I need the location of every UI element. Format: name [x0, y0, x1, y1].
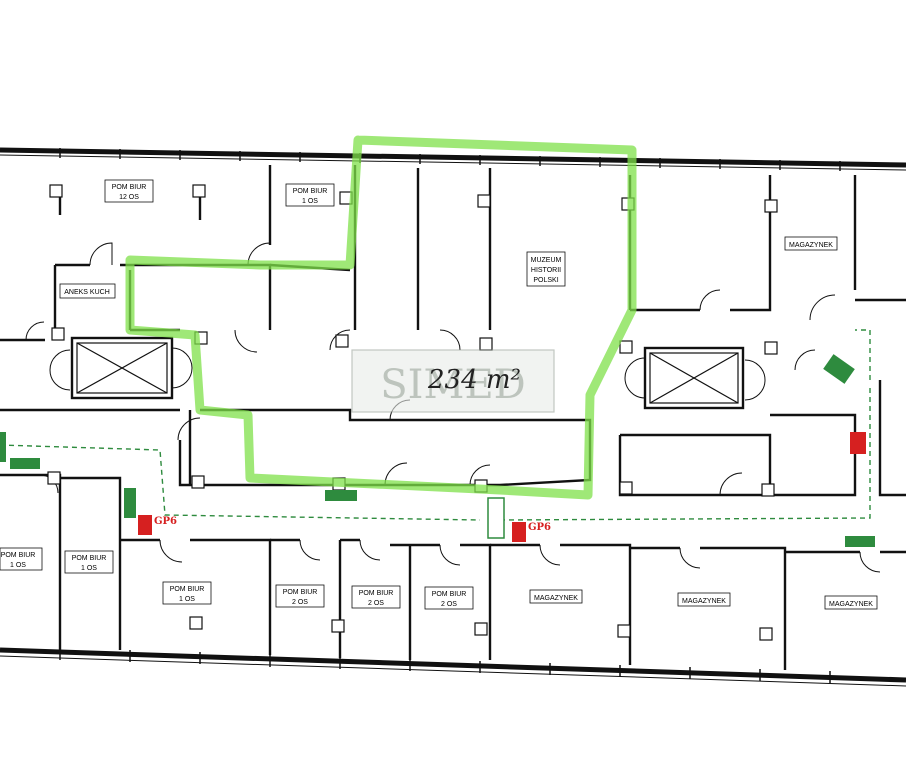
room-pom-biur-12: POM BIUR 12 OS — [104, 179, 154, 203]
room-labels: POM BIUR 12 OS POM BIUR 1 OS ANEKS KUCH … — [0, 179, 878, 610]
fire-extinguisher-icon — [850, 432, 866, 454]
svg-text:2 OS: 2 OS — [368, 600, 384, 607]
svg-text:SIMED: SIMED — [380, 362, 525, 408]
svg-text:POM BIUR: POM BIUR — [359, 590, 394, 597]
room-aneks: ANEKS KUCH — [59, 283, 116, 299]
svg-text:HISTORII: HISTORII — [531, 267, 561, 274]
room-magazynek-b3: MAGAZYNEK — [824, 595, 878, 610]
svg-text:12 OS: 12 OS — [119, 194, 139, 201]
room-pom-biur-b3: POM BIUR 1 OS — [162, 581, 212, 605]
svg-text:POM BIUR: POM BIUR — [283, 589, 318, 596]
exit-sign-right — [845, 536, 875, 547]
svg-text:2 OS: 2 OS — [292, 599, 308, 606]
exit-sign-edge — [0, 432, 6, 462]
exterior-walls — [0, 147, 906, 687]
svg-text:2 OS: 2 OS — [441, 601, 457, 608]
room-magazynek-b1: MAGAZYNEK — [529, 589, 583, 604]
room-pom-biur-b1: POM BIUR 1 OS — [0, 547, 43, 571]
hydrant-icon — [512, 522, 526, 542]
svg-text:MUZEUM: MUZEUM — [531, 257, 562, 264]
svg-text:ANEKS KUCH: ANEKS KUCH — [64, 289, 110, 296]
room-pom-biur-b5: POM BIUR 2 OS — [351, 585, 401, 609]
svg-text:POM BIUR: POM BIUR — [432, 591, 467, 598]
svg-text:POM BIUR: POM BIUR — [72, 555, 107, 562]
svg-text:1 OS: 1 OS — [179, 596, 195, 603]
room-pom-biur-b4: POM BIUR 2 OS — [275, 584, 325, 608]
svg-text:MAGAZYNEK: MAGAZYNEK — [682, 598, 726, 605]
svg-text:MAGAZYNEK: MAGAZYNEK — [789, 242, 833, 249]
hydrant-label: GP6 — [154, 516, 177, 527]
room-pom-biur-b6: POM BIUR 2 OS — [424, 586, 474, 610]
hydrants: GP6 GP6 — [138, 432, 866, 542]
room-pom-biur-b2: POM BIUR 1 OS — [64, 550, 114, 574]
svg-text:1 OS: 1 OS — [81, 565, 97, 572]
columns — [47, 184, 778, 641]
room-muzeum: MUZEUM HISTORII POLSKI — [526, 251, 566, 287]
exit-sign-left — [10, 458, 40, 469]
svg-text:1 OS: 1 OS — [10, 562, 26, 569]
room-magazynek-b2: MAGAZYNEK — [677, 592, 731, 607]
room-pom-biur-1a: POM BIUR 1 OS — [285, 183, 335, 207]
evacuation-route — [0, 329, 875, 547]
watermark: SIMED — [351, 349, 555, 413]
exit-sign-mid — [325, 490, 357, 501]
svg-text:POM BIUR: POM BIUR — [293, 188, 328, 195]
hydrant-label: GP6 — [528, 522, 551, 533]
exit-sign-stair — [823, 354, 855, 384]
svg-text:MAGAZYNEK: MAGAZYNEK — [534, 595, 578, 602]
svg-text:POLSKI: POLSKI — [533, 277, 558, 284]
svg-text:POM BIUR: POM BIUR — [112, 184, 147, 191]
exit-sign-door — [487, 497, 505, 539]
svg-text:1 OS: 1 OS — [302, 198, 318, 205]
svg-text:POM BIUR: POM BIUR — [1, 552, 36, 559]
leased-area-highlight — [125, 135, 637, 500]
svg-text:MAGAZYNEK: MAGAZYNEK — [829, 601, 873, 608]
svg-text:POM BIUR: POM BIUR — [170, 586, 205, 593]
exit-sign-vertical — [124, 488, 136, 518]
hydrant-icon — [138, 515, 152, 535]
area-note: 234 m² — [427, 365, 521, 395]
room-magazynek-top: MAGAZYNEK — [784, 236, 838, 251]
